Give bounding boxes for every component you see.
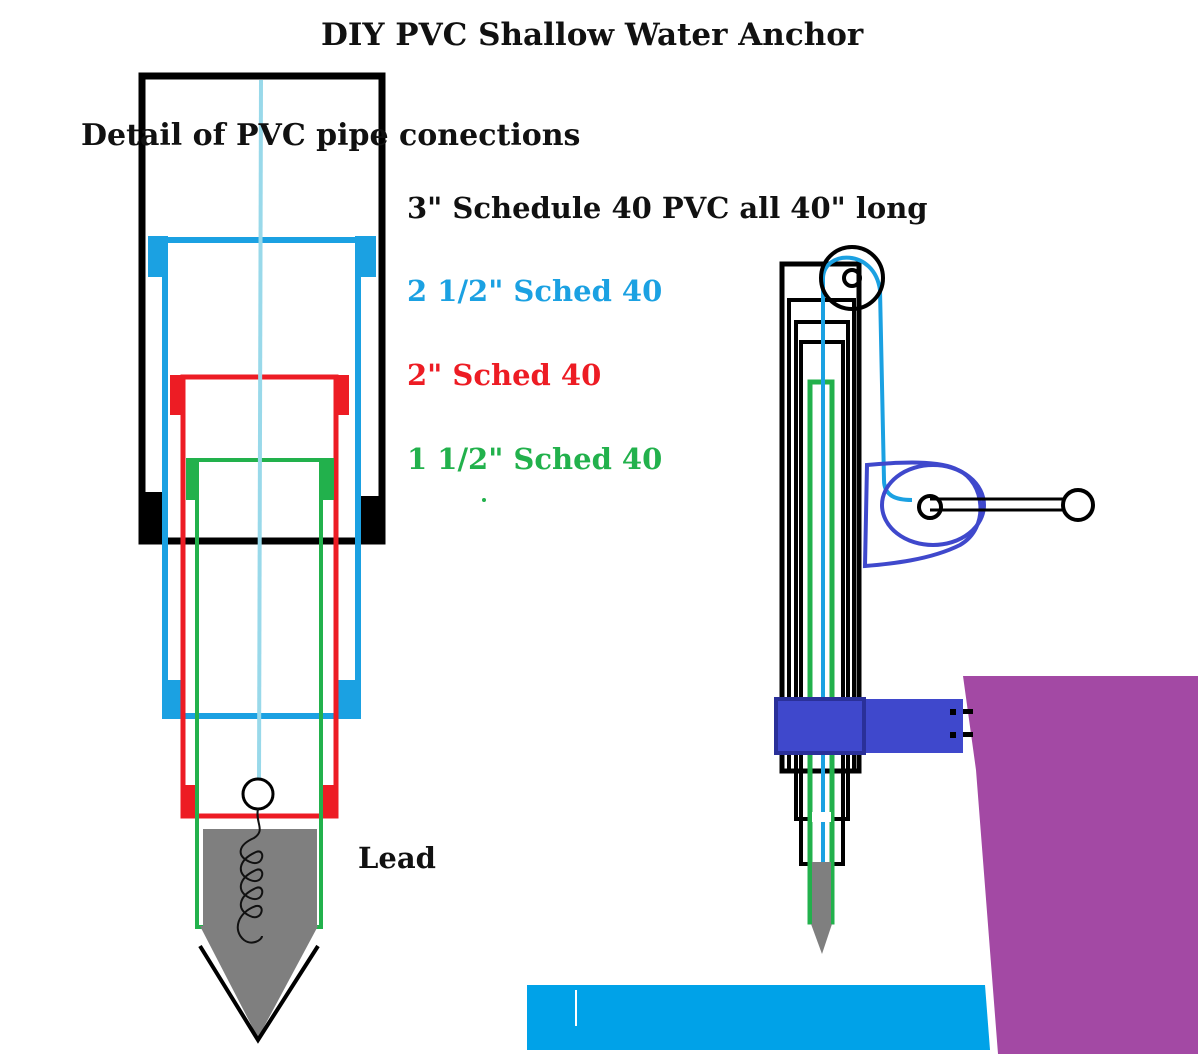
spring-wire <box>236 808 264 944</box>
pole-lead-tip <box>812 862 831 924</box>
top-pulley <box>819 245 885 311</box>
mount-bolts <box>950 709 973 738</box>
diagram-title: DIY PVC Shallow Water Anchor <box>321 17 864 53</box>
lead-label: Lead <box>358 841 436 875</box>
top-pulley-hub <box>842 268 862 288</box>
lead-point <box>200 926 318 1038</box>
pipe-3in-coupling-left <box>142 492 162 542</box>
water-surface <box>527 985 990 1050</box>
pvc-3in-label: 3" Schedule 40 PVC all 40" long <box>407 191 928 225</box>
winch-handle-knob <box>1061 488 1095 522</box>
pole-lead-point <box>811 924 832 954</box>
pvc-2in-label: 2" Sched 40 <box>407 358 602 392</box>
pole-rope <box>821 255 913 862</box>
mounted-assembly <box>527 245 1198 1054</box>
winch-axle <box>917 494 943 520</box>
mount-bracket <box>777 699 963 753</box>
mount-collar <box>774 697 866 755</box>
boat-hull <box>963 676 1198 1054</box>
stray-dot <box>482 498 486 502</box>
winch-drum <box>880 463 986 547</box>
pipe-3in-outline <box>138 72 386 545</box>
detail-label: Detail of PVC pipe conections <box>81 118 581 153</box>
lead-point-outline <box>198 944 320 1044</box>
rope-line <box>257 79 263 781</box>
pipe-3in-coupling-right <box>360 496 382 542</box>
lead-weight <box>203 829 317 926</box>
pvc-1-5in-label: 1 1/2" Sched 40 <box>407 442 663 476</box>
pvc-2-5in-label: 2 1/2" Sched 40 <box>407 274 663 308</box>
pipe-detail-view <box>138 72 386 1044</box>
mount-gap <box>812 812 831 822</box>
rope-eyelet <box>241 777 275 811</box>
